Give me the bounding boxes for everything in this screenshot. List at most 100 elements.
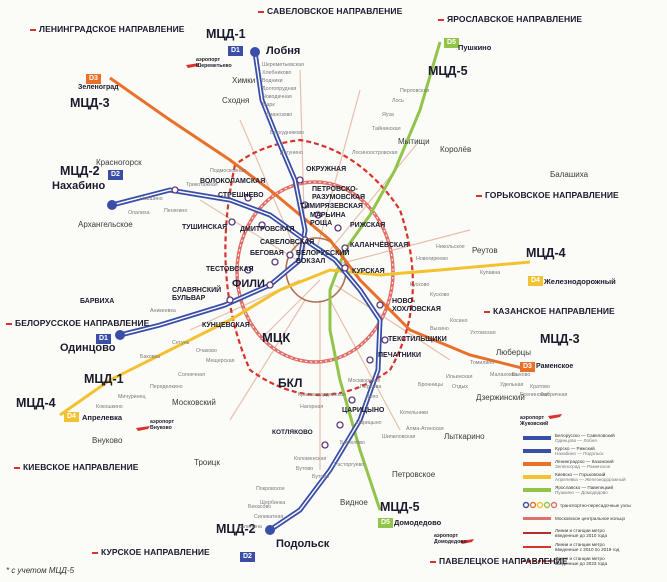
station-tsaritsyno: ЦАРИЦЫНО xyxy=(342,407,385,414)
small-label: Мещерская xyxy=(206,358,235,364)
station-pechatniki: ПЕЧАТНИКИ xyxy=(378,352,421,359)
small-label: Котельники xyxy=(400,410,429,416)
legend-d5-sub: Пушкино — Домодедово xyxy=(555,490,608,495)
small-label: Томилино xyxy=(470,360,495,366)
d2-top-badge: D2 xyxy=(108,170,123,180)
small-label: Есенинская xyxy=(520,392,549,398)
small-label: Кусково xyxy=(410,282,430,288)
small-label: Очаково xyxy=(196,348,217,354)
small-label: Косино xyxy=(450,318,468,324)
city-arkhangelskoe: Архангельское xyxy=(78,220,133,229)
terminal-lobnya: Лобня xyxy=(266,45,301,57)
station-testovskaya: ТЕСТОВСКАЯ xyxy=(206,266,254,273)
small-label: Кокошкино xyxy=(96,404,123,410)
small-label: Лось xyxy=(392,98,404,104)
station-streshnevo: СТРЕШНЕВО xyxy=(218,192,264,199)
d5-bottom-badge: D5 xyxy=(378,518,393,528)
small-label: Москворечье xyxy=(348,378,381,384)
city-mytishchi: Мытищи xyxy=(398,137,430,146)
mcd2-top-label: МЦД-2 xyxy=(60,164,100,178)
station-novokhokhlovskaya: НОВО- ХОХЛОВСКАЯ xyxy=(392,298,441,313)
d3-top-badge: D3 xyxy=(86,74,101,84)
mcd3-right-label: МЦД-3 xyxy=(540,332,580,346)
mcd2-bottom-label: МЦД-2 xyxy=(216,522,256,536)
station-slavyanskiy: СЛАВЯНСКИЙ БУЛЬВАР xyxy=(172,287,222,302)
legend-mck: Московское центральное кольцо xyxy=(555,516,626,521)
direction-savelovskoe: САВЕЛОВСКОЕ НАПРАВЛЕНИЕ xyxy=(258,6,402,16)
small-label: Подмосковная xyxy=(210,168,246,174)
small-label: Удельная xyxy=(500,382,524,388)
small-label: Алма-Атинская xyxy=(406,426,444,432)
direction-belorusskoe: БЕЛОРУССКОЕ НАПРАВЛЕНИЕ xyxy=(6,318,149,328)
airport-icons xyxy=(136,63,562,544)
small-label: Мичуринец xyxy=(118,394,146,400)
small-label: Калинина xyxy=(238,524,262,530)
mcd1-bottom-label: МЦД-1 xyxy=(84,372,124,386)
small-label: Павшино xyxy=(140,196,163,202)
terminal-podolsk: Подольск xyxy=(276,538,330,550)
city-korolyov: Королёв xyxy=(440,145,472,154)
airport-sheremetyevo: аэропорт Шереметьево xyxy=(196,57,232,69)
small-label: Бирюлёво xyxy=(340,440,365,446)
small-label: Лианозово xyxy=(266,112,293,118)
d1-top-badge: D1 xyxy=(228,46,243,56)
small-label: Тайнинская xyxy=(372,126,401,132)
legend-d3: Ленинградско — Казанский xyxy=(555,459,614,464)
d3-line xyxy=(109,76,531,372)
city-lyubertsy: Люберцы xyxy=(496,348,531,357)
station-belorusskiy: БЕЛОРУССКИЙ ВОКЗАЛ xyxy=(296,250,350,265)
small-label: Отдых xyxy=(452,384,468,390)
small-label: Яуза xyxy=(382,112,394,118)
terminal-aprelevka: Апрелевка xyxy=(82,413,123,422)
city-balashikha: Балашиха xyxy=(550,170,589,179)
small-label: Щербинка xyxy=(260,500,286,506)
small-label: Новодачная xyxy=(262,94,292,100)
small-label: Красногвардейская xyxy=(298,392,346,398)
small-label: Покровское xyxy=(256,486,285,492)
city-reutov: Реутов xyxy=(472,246,498,255)
legend-d5: Ярославско — Павелецкий xyxy=(555,485,614,490)
small-label: Новогиреево xyxy=(416,256,448,262)
city-troitsk: Троицк xyxy=(194,458,220,467)
airport-vnukovo: аэропорт Внуково xyxy=(150,419,175,431)
small-label: Дегунино xyxy=(280,150,303,156)
station-rizhskaya: РИЖСКАЯ xyxy=(350,222,386,229)
direction-kurskoe: КУРСКОЕ НАПРАВЛЕНИЕ xyxy=(92,547,210,557)
small-label: Ухтомская xyxy=(470,330,496,336)
station-okruzhnaya: ОКРУЖНАЯ xyxy=(306,166,347,173)
bkl-label: БКЛ xyxy=(278,376,303,390)
lobnya-terminal xyxy=(250,47,260,57)
legend-d2-sub: Нахабино — Подольск xyxy=(555,451,604,456)
station-kurskaya: КУРСКАЯ xyxy=(352,268,385,275)
small-label: Марк xyxy=(262,102,275,108)
legend-d4-sub: Апрелевка — Железнодорожный xyxy=(555,477,626,482)
direction-paveletskoe: ПАВЕЛЕЦКОЕ НАПРАВЛЕНИЕ xyxy=(430,556,568,566)
small-label: Бекасово xyxy=(248,504,272,510)
small-label: Бутово xyxy=(312,474,330,480)
terminal-odintsovo: Одинцово xyxy=(60,342,116,354)
small-label: Кратово xyxy=(530,384,550,390)
city-krasnogorsk: Красногорск xyxy=(96,158,142,167)
city-barvikha: БАРВИХА xyxy=(80,298,115,305)
airport-domodedovo: аэропорт Домодедово xyxy=(434,533,467,545)
small-label: Водники xyxy=(262,78,283,84)
direction-kievskoe: КИЕВСКОЕ НАПРАВЛЕНИЕ xyxy=(14,462,139,472)
d1-bottom-badge: D1 xyxy=(96,334,111,344)
city-skhodnya: Сходня xyxy=(222,96,250,105)
small-label: Купавна xyxy=(480,270,501,276)
city-vidnoe: Видное xyxy=(340,498,368,507)
legend-d1-sub: Одинцово — Лобня xyxy=(555,438,597,443)
d3-right-badge: D3 xyxy=(520,362,535,372)
small-label: Пенягино xyxy=(164,208,188,214)
small-label: Трикотажная xyxy=(186,182,218,188)
small-label: Опалиха xyxy=(128,210,150,216)
station-tekstilshchiki: ТЕКСТИЛЬЩИКИ xyxy=(388,336,447,343)
station-kalanchevskaya: КАЛАНЧЁВСКАЯ xyxy=(350,242,409,249)
d2-bottom-badge: D2 xyxy=(240,552,255,562)
mcd5-top-label: МЦД-5 xyxy=(428,64,468,78)
small-label: Бескудниково xyxy=(270,130,304,136)
small-label: Солнечная xyxy=(178,372,205,378)
small-label: Никольское xyxy=(436,244,465,250)
city-dzerzhinsky: Дзержинский xyxy=(476,393,525,402)
